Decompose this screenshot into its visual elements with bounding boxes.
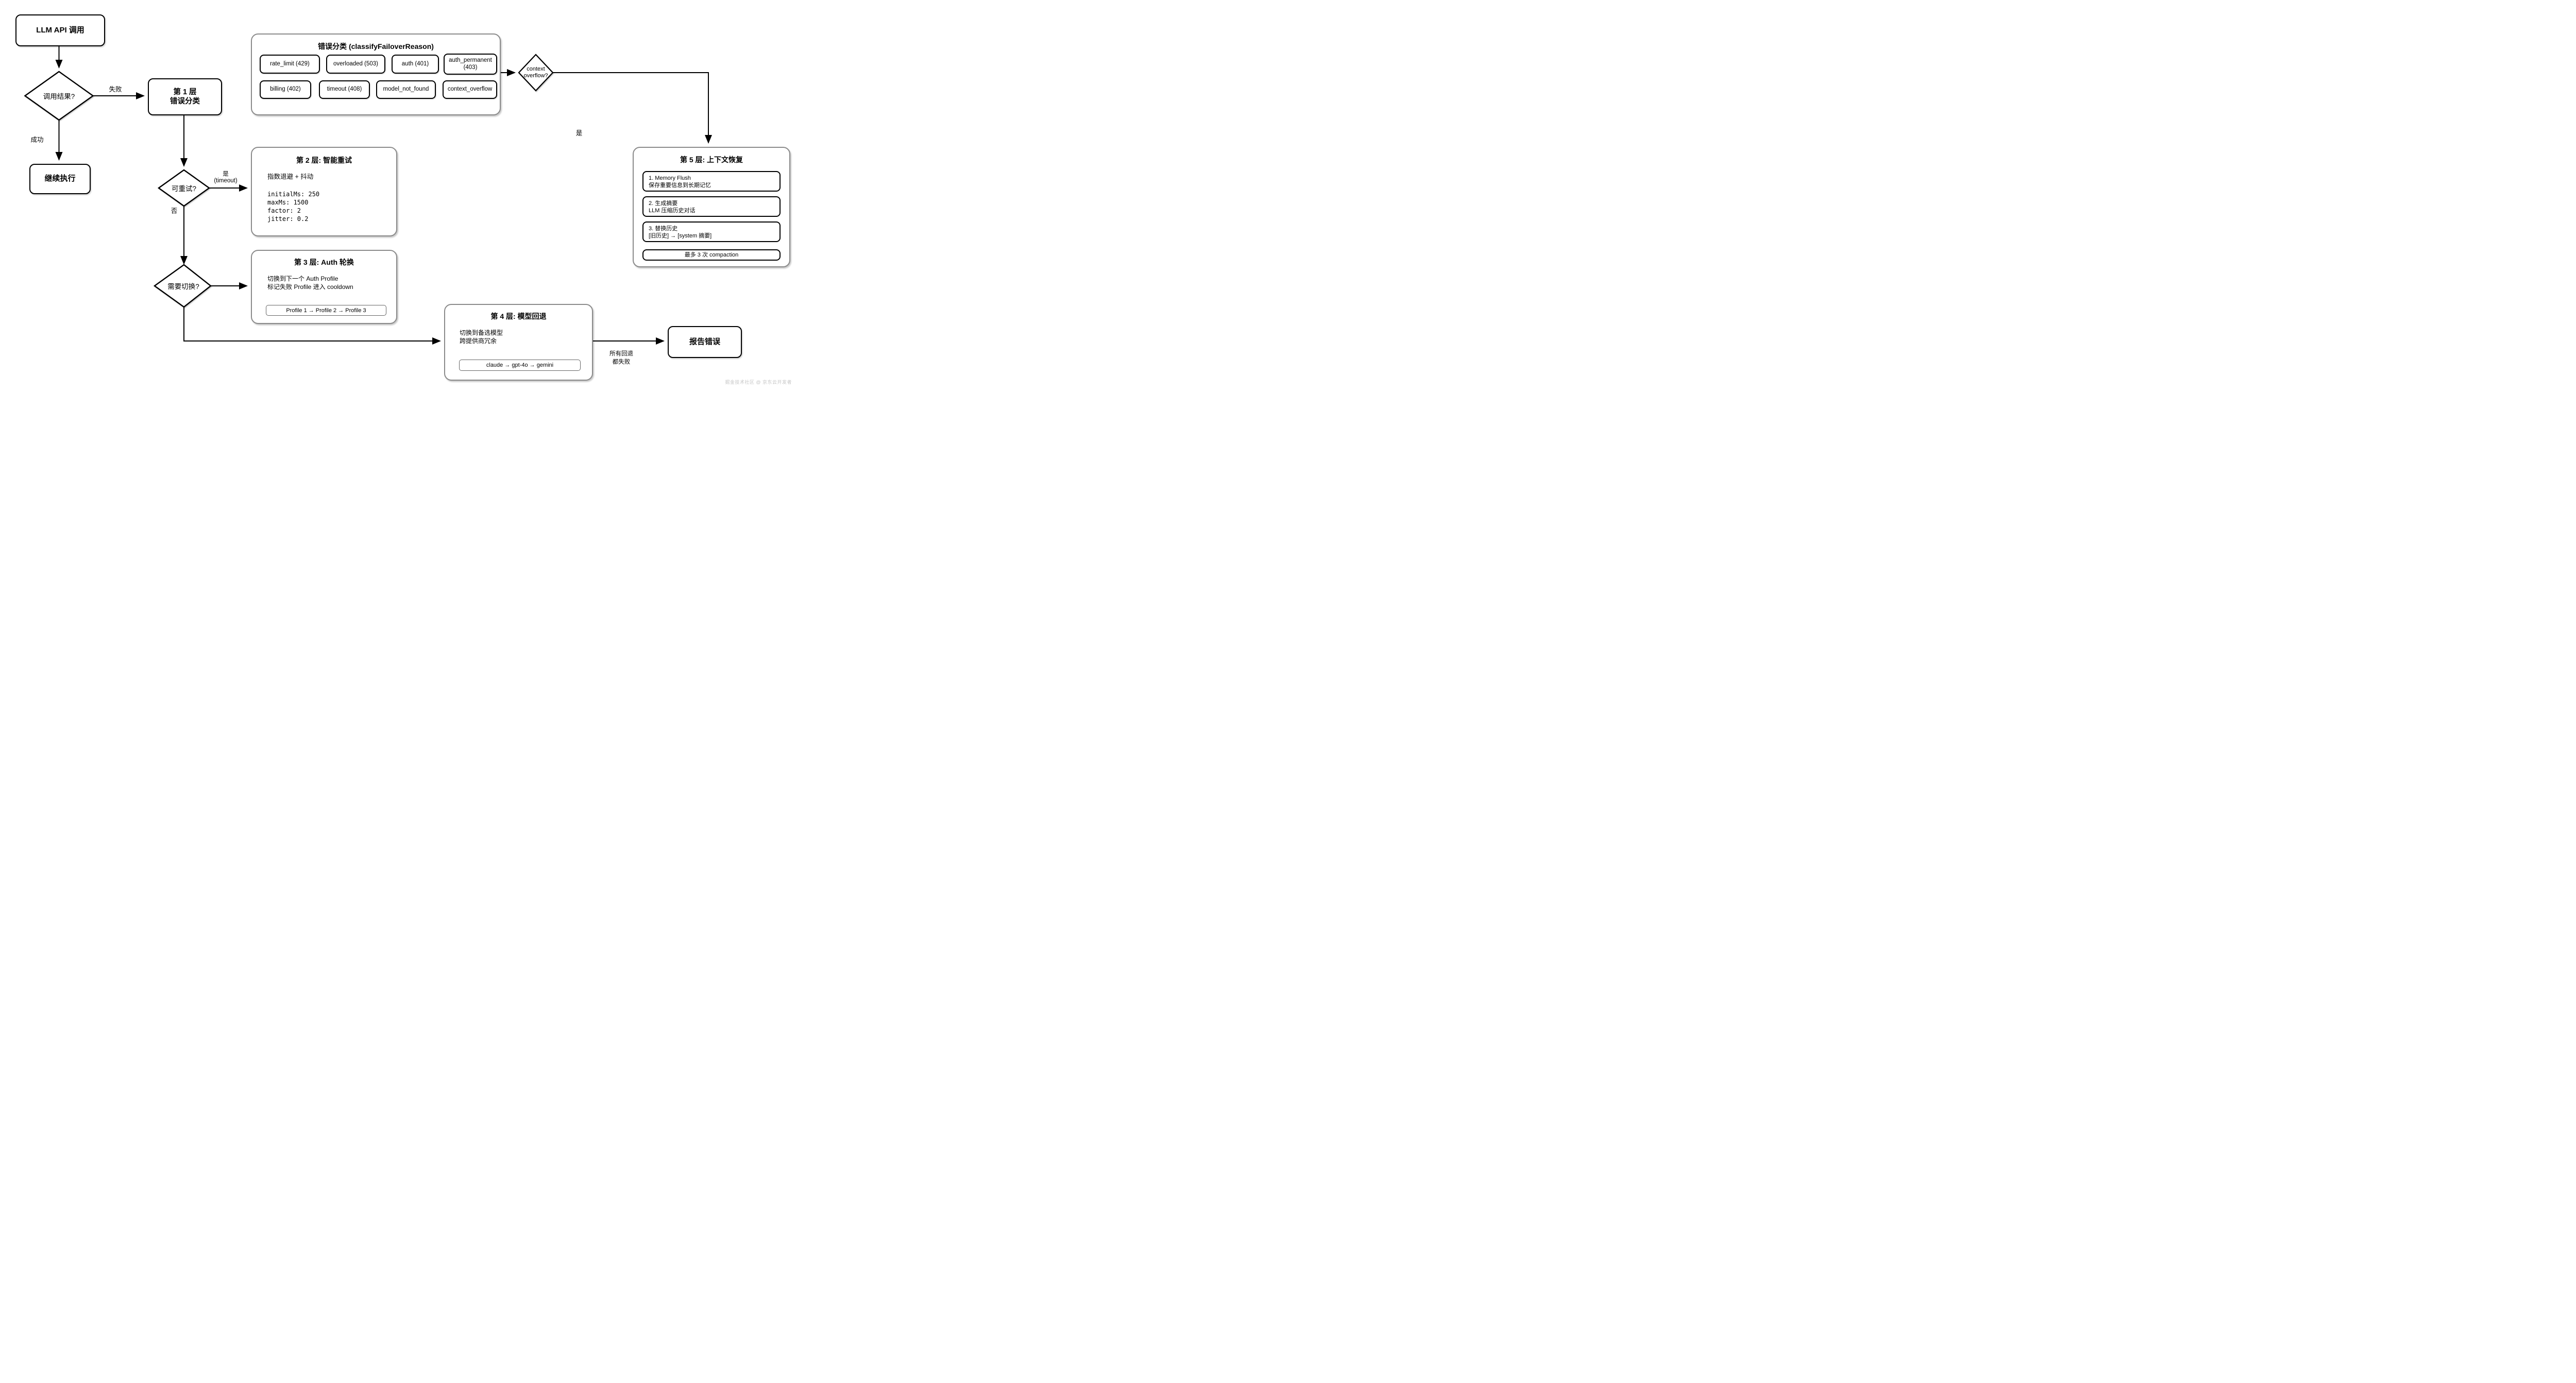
node-layer1-line1: 第 1 层 [173, 88, 197, 96]
node-report-error: 报告错误 [668, 326, 742, 358]
edge-label-yes-timeout: 是 (timeout) [214, 169, 237, 184]
watermark-text: 掘金技术社区 @ 京东云开发者 [725, 380, 792, 385]
edge-label-yes-context: 是 [575, 129, 583, 137]
layer2-code-line4: jitter: 0.2 [267, 215, 309, 223]
layer2-code-line2: maxMs: 1500 [267, 199, 309, 206]
layer2-code-line3: factor: 2 [267, 207, 301, 214]
layer4-title: 第 4 层: 模型回退 [490, 312, 547, 320]
container-layer4-model-fallback: 第 4 层: 模型回退 切换到备选模型 跨提供商冗余 claude → gpt-… [444, 304, 593, 381]
layer5-footer-max-compaction: 最多 3 次 compaction [642, 249, 781, 261]
edge-label-yes-timeout-line2: (timeout) [214, 178, 238, 184]
chip-auth-401: auth (401) [392, 55, 439, 74]
chip-rate-limit-429: rate_limit (429) [260, 55, 320, 74]
edge-label-all-fail-line2: 都失败 [612, 359, 631, 365]
container-layer5-context-recovery: 第 5 层: 上下文恢复 1. Memory Flush 保存重要信息到长期记忆… [633, 147, 790, 267]
layer5-item-replace-history: 3. 替换历史 [旧历史] → [system 摘要] [642, 221, 781, 242]
layer3-line2: 标记失败 Profile 进入 cooldown [267, 283, 353, 291]
chip-overloaded-503: overloaded (503) [326, 55, 385, 74]
container-layer2-smart-retry: 第 2 层: 智能重试 指数退避 + 抖动 initialMs: 250 max… [251, 147, 397, 236]
layer3-title: 第 3 层: Auth 轮换 [294, 258, 354, 266]
context-overflow-line2: overflow? [523, 73, 548, 79]
diamond-context-overflow-label: context overflow? [523, 66, 548, 79]
chip-auth-permanent-403: auth_permanent (403) [444, 54, 497, 75]
edge-label-all-fail-line1: 所有回退 [609, 351, 633, 357]
chip-timeout-408: timeout (408) [319, 80, 370, 99]
layer4-model-chain-chip: claude → gpt-4o → gemini [459, 360, 581, 371]
layer5-item-generate-summary: 2. 生成摘要 LLM 压缩历史对话 [642, 196, 781, 217]
node-report-error-label: 报告错误 [689, 337, 720, 346]
layer5-item1-line2: 保存重要信息到长期记忆 [649, 182, 711, 189]
layer3-line1: 切换到下一个 Auth Profile [267, 275, 338, 282]
node-llm-api-call: LLM API 调用 [15, 14, 105, 46]
error-classification-title: 错误分类 (classifyFailoverReason) [318, 42, 434, 50]
layer5-item3-line2: [旧历史] → [system 摘要] [649, 233, 712, 239]
node-continue-execution-label: 继续执行 [44, 174, 76, 183]
layer4-line2: 跨提供商冗余 [460, 337, 497, 345]
node-layer1-error-classify: 第 1 层 错误分类 [148, 78, 222, 115]
edge-label-fail: 失败 [109, 86, 122, 93]
edge-label-all-fallback-failed: 所有回退 都失败 [609, 349, 633, 366]
flowchart-canvas: LLM API 调用 第 1 层 错误分类 继续执行 报告错误 错误分类 (cl… [0, 0, 796, 388]
node-llm-api-call-label: LLM API 调用 [36, 25, 84, 35]
chip-model-not-found: model_not_found [376, 80, 436, 99]
layer3-profile-chain-chip: Profile 1 → Profile 2 → Profile 3 [266, 305, 386, 316]
layer5-item2-line2: LLM 压缩历史对话 [649, 208, 696, 214]
layer4-line1: 切换到备选模型 [460, 329, 503, 336]
layer2-code-line1: initialMs: 250 [267, 191, 320, 198]
node-layer1-line2: 错误分类 [170, 97, 200, 106]
container-layer3-auth-rotation: 第 3 层: Auth 轮换 切换到下一个 Auth Profile 标记失败 … [251, 250, 397, 324]
layer5-item3-line1: 3. 替换历史 [649, 226, 678, 232]
diamond-call-result-label: 调用结果? [43, 93, 75, 100]
diamond-switch-needed-label: 需要切换? [167, 283, 199, 291]
chip-billing-402: billing (402) [260, 80, 311, 99]
layer5-item2-line1: 2. 生成摘要 [649, 200, 678, 207]
layer5-title: 第 5 层: 上下文恢复 [680, 156, 743, 164]
layer5-item-memory-flush: 1. Memory Flush 保存重要信息到长期记忆 [642, 171, 781, 192]
context-overflow-line1: context [527, 66, 545, 72]
chip-context-overflow: context_overflow [443, 80, 497, 99]
layer2-title: 第 2 层: 智能重试 [296, 156, 352, 164]
edge-label-no: 否 [171, 207, 178, 215]
layer2-subtitle: 指数退避 + 抖动 [267, 173, 314, 180]
layer5-item1-line1: 1. Memory Flush [649, 175, 691, 181]
edge-label-success: 成功 [30, 136, 44, 144]
node-continue-execution: 继续执行 [29, 164, 91, 194]
edge-label-yes-timeout-line1: 是 [223, 171, 229, 177]
diamond-retryable-label: 可重试? [171, 185, 197, 193]
